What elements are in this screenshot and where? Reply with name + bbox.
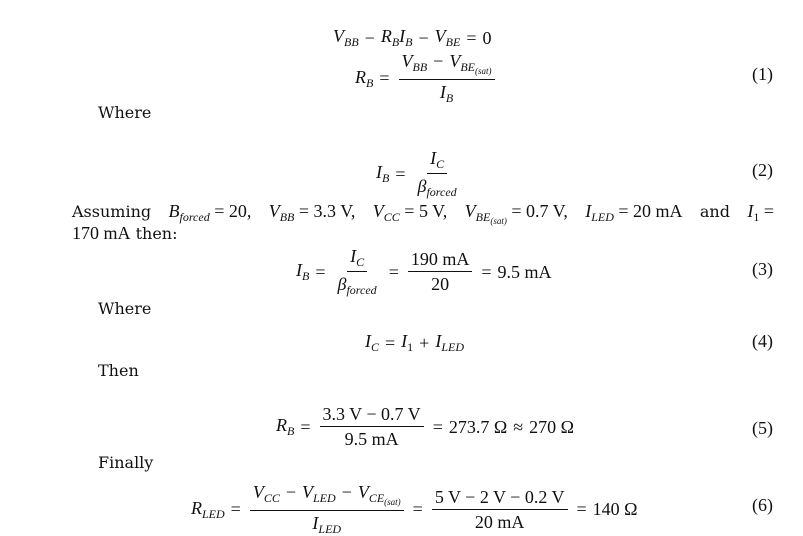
eq6-result: 140 Ω: [592, 499, 638, 519]
label-where-2: Where: [98, 299, 152, 318]
assumption-i-led: ILED = 20 mA: [585, 201, 683, 224]
label-where-1: Where: [98, 103, 152, 122]
then-colon-word: then:: [135, 224, 178, 243]
label-finally: Finally: [98, 453, 154, 472]
assumption-v-be-sat: VBE(sat) = 0.7 V,: [464, 201, 568, 226]
equation-number-4: (4): [752, 331, 773, 351]
equation-ib-numeric: IB= IC βforced = 190 mA 20 = 9.5 mA: [296, 246, 552, 297]
eq5-denominator: 9.5 mA: [344, 429, 399, 449]
eq5-numerator: 3.3 V − 0.7 V: [319, 405, 424, 427]
equation-rb-general: RB= VBB−VBE(sat) IB: [355, 52, 498, 104]
equation-number-6: (6): [752, 495, 773, 515]
and-word: and: [699, 202, 730, 221]
eq3-denominator: 20: [431, 274, 450, 294]
assumption-v-cc: VCC = 5 V,: [372, 201, 448, 224]
assumption-b-forced: Bforced = 20,: [168, 201, 252, 224]
eq3-numerator: 190 mA: [407, 250, 473, 272]
assuming-word: Assuming: [72, 202, 152, 221]
eq3-result: 9.5 mA: [497, 261, 552, 282]
assumption-i-1-value: 170 mA: [72, 223, 131, 243]
eq6-denominator: 20 mA: [474, 511, 525, 532]
equation-kvl: VBB− RBIB− VBE=0: [333, 26, 492, 49]
equation-number-3: (3): [752, 259, 773, 279]
assumption-i-1: I1 =: [747, 201, 774, 224]
assumption-v-bb: VBB = 3.3 V,: [268, 201, 356, 224]
eq6-numerator: 5 V − 2 V − 0.2 V: [431, 488, 568, 510]
equation-rb-numeric: RB= 3.3 V − 0.7 V 9.5 mA = 273.7 Ω ≈ 270…: [276, 404, 575, 449]
equation-rled: RLED= VCC−VLED−VCE(sat) ILED = 5 V − 2 V…: [191, 482, 638, 536]
equation-ib: IB= IC βforced: [376, 148, 457, 199]
equation-number-1: (1): [752, 64, 773, 84]
label-then: Then: [98, 361, 139, 380]
assumptions-line-1: Assuming Bforced = 20, VBB = 3.3 V, VCC …: [72, 202, 774, 226]
equation-number-2: (2): [752, 160, 773, 180]
eq5-result: 273.7 Ω: [448, 416, 508, 437]
eq5-approx: 270 Ω: [529, 416, 575, 437]
assumptions-line-2: 170 mA then:: [72, 224, 178, 243]
equation-ic: IC= I1+ ILED: [365, 331, 464, 354]
equation-number-5: (5): [752, 418, 773, 438]
